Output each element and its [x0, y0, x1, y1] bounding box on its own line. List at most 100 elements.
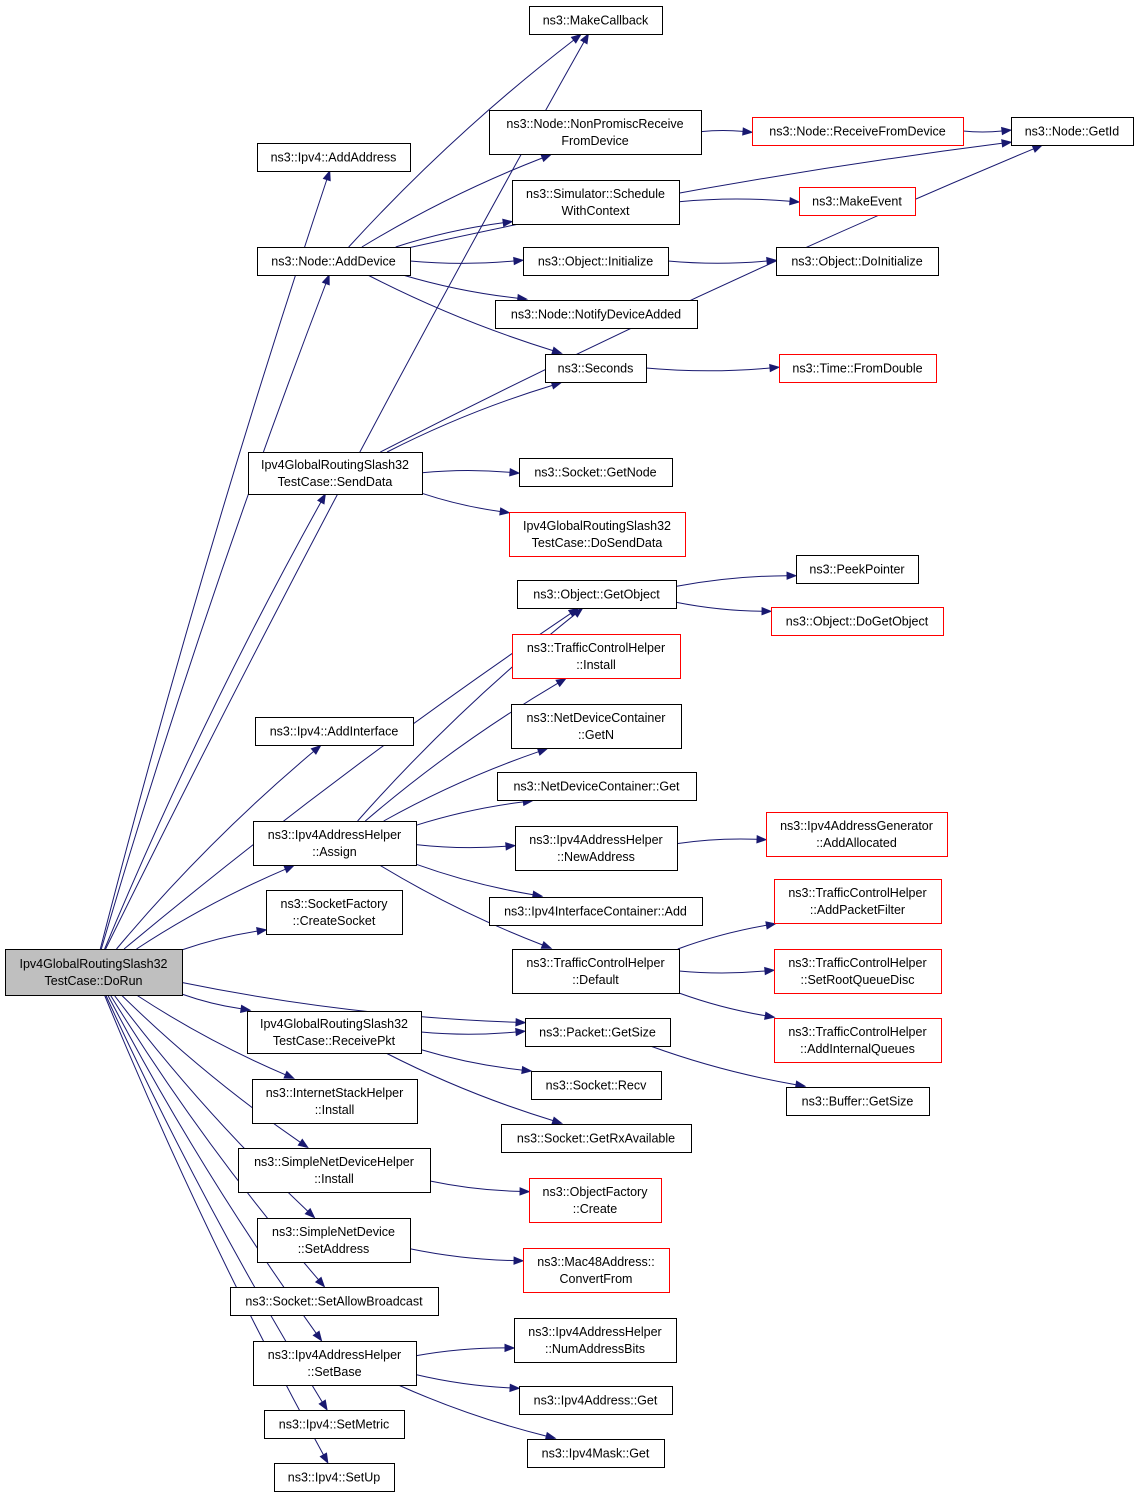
node-addinternalq[interactable]: ns3::TrafficControlHelper::AddInternalQu… — [774, 1018, 942, 1063]
arrowhead-adddevice-to-getid — [1001, 139, 1013, 148]
node-objinit[interactable]: ns3::Object::Initialize — [523, 247, 669, 276]
node-iccadd[interactable]: ns3::Ipv4InterfaceContainer::Add — [489, 897, 703, 926]
node-convertfrom[interactable]: ns3::Mac48Address::ConvertFrom — [523, 1248, 670, 1293]
arrowhead-adddevice-to-nonpromisc — [540, 154, 552, 163]
node-adddevice[interactable]: ns3::Node::AddDevice — [257, 247, 411, 276]
node-createsocket[interactable]: ns3::SocketFactory::CreateSocket — [266, 890, 403, 935]
node-box-addpacketfilter — [774, 879, 942, 924]
edge-dorun-to-createsocket — [181, 930, 258, 951]
arrowhead-assign-to-tchinstall — [555, 678, 567, 688]
edge-dorun-to-senddata — [104, 501, 322, 950]
node-receivepkt[interactable]: Ipv4GlobalRoutingSlash32TestCase::Receiv… — [247, 1011, 422, 1054]
arrowhead-tchdefault-to-addinternalq — [764, 1011, 776, 1020]
node-label-addpacketfilter-line2: ::AddPacketFilter — [810, 903, 905, 917]
node-tchdefault[interactable]: ns3::TrafficControlHelper::Default — [512, 949, 680, 994]
node-sndsetaddress[interactable]: ns3::SimpleNetDevice::SetAddress — [257, 1218, 411, 1263]
node-setrootqd[interactable]: ns3::TrafficControlHelper::SetRootQueueD… — [774, 949, 942, 994]
node-ishinstall[interactable]: ns3::InternetStackHelper::Install — [252, 1079, 418, 1124]
node-label-dorun-line2: TestCase::DoRun — [45, 974, 143, 988]
edge-dorun-to-addaddress — [99, 179, 328, 950]
node-label-newaddress-line2: ::NewAddress — [557, 850, 635, 864]
edge-dorun-to-sndhinstall — [121, 994, 301, 1143]
node-label-notifyadded-line1: ns3::Node::NotifyDeviceAdded — [511, 308, 681, 322]
node-box-ishinstall — [252, 1079, 418, 1124]
node-box-ipv4maskget — [527, 1439, 665, 1468]
node-ndcget[interactable]: ns3::NetDeviceContainer::Get — [497, 772, 697, 801]
node-receivefromdevice[interactable]: ns3::Node::ReceiveFromDevice — [752, 117, 964, 146]
node-label-dorun-line1: Ipv4GlobalRoutingSlash32 — [19, 957, 167, 971]
node-setbase[interactable]: ns3::Ipv4AddressHelper::SetBase — [253, 1341, 417, 1386]
node-box-senddata — [248, 452, 423, 495]
nodes-layer: Ipv4GlobalRoutingSlash32TestCase::DoRunn… — [5, 6, 1134, 1492]
node-objfactcreate[interactable]: ns3::ObjectFactory::Create — [529, 1178, 662, 1223]
node-ipv4maskget[interactable]: ns3::Ipv4Mask::Get — [527, 1439, 665, 1468]
node-setallowbcast[interactable]: ns3::Socket::SetAllowBroadcast — [230, 1287, 439, 1316]
node-setup[interactable]: ns3::Ipv4::SetUp — [274, 1463, 395, 1492]
node-label-sndhinstall-line1: ns3::SimpleNetDeviceHelper — [254, 1155, 414, 1169]
node-box-receivefromdevice — [752, 117, 964, 146]
node-socketgetnode[interactable]: ns3::Socket::GetNode — [519, 458, 673, 487]
node-makeevent[interactable]: ns3::MakeEvent — [799, 187, 916, 216]
edge-setbase-to-numaddrbits — [415, 1347, 506, 1357]
node-numaddrbits[interactable]: ns3::Ipv4AddressHelper::NumAddressBits — [514, 1318, 677, 1363]
node-sndhinstall[interactable]: ns3::SimpleNetDeviceHelper::Install — [238, 1148, 431, 1193]
node-label-addaddress-line1: ns3::Ipv4::AddAddress — [271, 151, 397, 165]
node-label-addpacketfilter-line1: ns3::TrafficControlHelper — [788, 886, 926, 900]
edge-adddevice-to-notifyadded — [402, 274, 518, 299]
node-box-objinit — [523, 247, 669, 276]
edge-seconds-to-fromdouble — [645, 367, 771, 372]
arrowhead-senddata-to-getid — [1031, 144, 1044, 153]
node-label-senddata-line1: Ipv4GlobalRoutingSlash32 — [261, 458, 409, 472]
arrowhead-assign-to-newaddress — [505, 842, 517, 851]
node-label-newaddress-line1: ns3::Ipv4AddressHelper — [529, 833, 662, 847]
node-addallocated[interactable]: ns3::Ipv4AddressGenerator::AddAllocated — [766, 812, 948, 857]
arrowhead-dorun-to-senddata — [317, 492, 326, 505]
node-assign[interactable]: ns3::Ipv4AddressHelper::Assign — [253, 821, 417, 866]
node-makecallback[interactable]: ns3::MakeCallback — [529, 6, 663, 35]
node-addpacketfilter[interactable]: ns3::TrafficControlHelper::AddPacketFilt… — [774, 879, 942, 924]
node-socketrecv[interactable]: ns3::Socket::Recv — [531, 1071, 662, 1100]
node-seconds[interactable]: ns3::Seconds — [545, 354, 647, 383]
arrowhead-dorun-to-setallowbcast — [314, 1276, 326, 1288]
node-label-setrootqd-line1: ns3::TrafficControlHelper — [788, 956, 926, 970]
node-addaddress[interactable]: ns3::Ipv4::AddAddress — [257, 143, 411, 172]
node-label-nonpromisc-line2: FromDevice — [561, 134, 628, 148]
node-getrxavail[interactable]: ns3::Socket::GetRxAvailable — [501, 1124, 692, 1153]
edge-getobject-to-peekpointer — [675, 575, 788, 587]
node-label-dosenddata-line2: TestCase::DoSendData — [532, 536, 663, 550]
node-dogetobject[interactable]: ns3::Object::DoGetObject — [771, 607, 944, 636]
node-doinit[interactable]: ns3::Object::DoInitialize — [776, 247, 939, 276]
arrowhead-dorun-to-addaddress — [322, 169, 331, 182]
node-packetgetsize[interactable]: ns3::Packet::GetSize — [525, 1018, 671, 1047]
arrowhead-dorun-to-setmetric — [318, 1399, 328, 1411]
node-addinterface[interactable]: ns3::Ipv4::AddInterface — [255, 717, 414, 746]
arrowhead-newaddress-to-addallocated — [756, 835, 768, 844]
node-ipv4addrget[interactable]: ns3::Ipv4Address::Get — [519, 1386, 673, 1415]
node-setmetric[interactable]: ns3::Ipv4::SetMetric — [264, 1410, 405, 1439]
node-peekpointer[interactable]: ns3::PeekPointer — [796, 555, 919, 584]
node-fromdouble[interactable]: ns3::Time::FromDouble — [779, 354, 937, 383]
node-notifyadded[interactable]: ns3::Node::NotifyDeviceAdded — [495, 300, 698, 329]
node-label-numaddrbits-line1: ns3::Ipv4AddressHelper — [528, 1325, 661, 1339]
node-getid[interactable]: ns3::Node::GetId — [1011, 117, 1134, 146]
arrowhead-receivepkt-to-packetgetsize — [515, 1027, 527, 1037]
node-senddata[interactable]: Ipv4GlobalRoutingSlash32TestCase::SendDa… — [248, 452, 423, 495]
node-newaddress[interactable]: ns3::Ipv4AddressHelper::NewAddress — [515, 826, 678, 871]
node-buffergetsize[interactable]: ns3::Buffer::GetSize — [786, 1087, 930, 1116]
arrowhead-dorun-to-ishinstall — [283, 1070, 295, 1079]
arrowhead-dorun-to-adddevice — [321, 273, 330, 286]
arrowhead-receivepkt-to-socketrecv — [521, 1065, 533, 1075]
node-getobject[interactable]: ns3::Object::GetObject — [517, 580, 677, 609]
node-tchinstall[interactable]: ns3::TrafficControlHelper::Install — [512, 634, 681, 679]
arrowhead-dorun-to-makecallback — [580, 32, 589, 45]
node-ndcgetn[interactable]: ns3::NetDeviceContainer::GetN — [511, 704, 682, 749]
node-dosenddata[interactable]: Ipv4GlobalRoutingSlash32TestCase::DoSend… — [509, 512, 686, 557]
arrowhead-senddata-to-seconds — [550, 381, 563, 390]
edge-assign-to-newaddress — [415, 844, 507, 849]
edge-assign-to-ndcget — [415, 801, 524, 826]
node-label-addinterface-line1: ns3::Ipv4::AddInterface — [270, 725, 399, 739]
